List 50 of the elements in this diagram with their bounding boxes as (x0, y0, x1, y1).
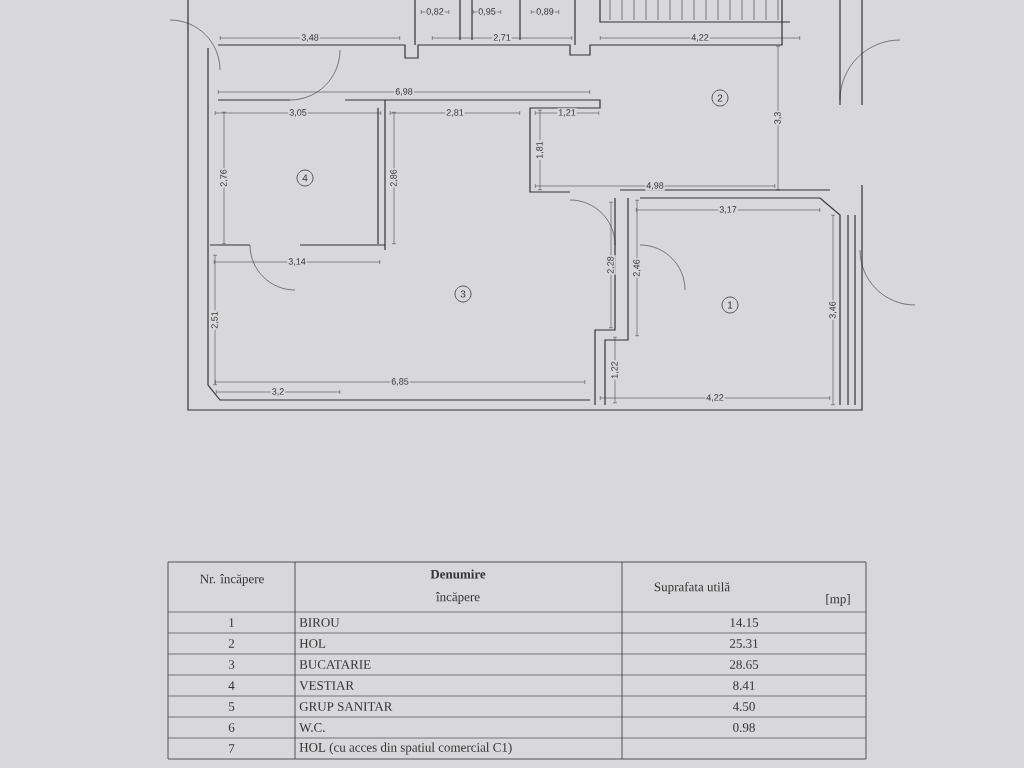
dimension-label: 4,22 (705, 393, 725, 403)
dimension-label: 0,89 (535, 7, 555, 17)
column-header: încăpere (435, 592, 480, 604)
table-text: 4.50 (732, 702, 755, 711)
table-text: W.C. (299, 723, 325, 732)
table-text: VESTIAR (299, 681, 355, 690)
dimension-label: 4,22 (690, 33, 710, 43)
table-text: 8.41 (733, 681, 755, 690)
table-text: 14.15 (730, 618, 759, 627)
dimension-label: 3,14 (287, 257, 307, 267)
dimension-label: 6,98 (394, 87, 414, 97)
table-text: 1 (229, 618, 234, 627)
dimension-label: 1,22 (610, 360, 620, 380)
dimension-label: 0,82 (425, 7, 445, 17)
table-text: 7 (229, 744, 235, 753)
dimension-label: 2,28 (606, 255, 616, 275)
dimension-label: 3,3 (773, 110, 783, 126)
table-text: 25.31 (729, 639, 758, 648)
dimension-label: 3,17 (718, 205, 738, 215)
dimension-label: 3,46 (828, 300, 838, 320)
dimension-label: 3,48 (300, 33, 320, 43)
dimension-label: 0,95 (477, 7, 497, 17)
table-text: GRUP SANITAR (299, 702, 393, 711)
dimension-label: 2,86 (389, 168, 399, 188)
column-header: Denumire (430, 569, 486, 579)
table-text: BIROU (299, 618, 340, 627)
table-text: 6 (228, 723, 235, 732)
dimension-label: 2,46 (632, 258, 642, 278)
column-header: Suprafata utilă (654, 582, 730, 594)
dimension-label: 1,81 (535, 140, 545, 160)
table-text: 0.98 (733, 723, 755, 732)
table-text: 28.65 (729, 660, 759, 669)
table-text: BUCATARIE (299, 660, 371, 669)
dimension-label: 4,98 (645, 181, 665, 191)
dimension-label: 6,85 (390, 377, 410, 387)
table-text: HOL (299, 639, 326, 648)
table-text: HOL (cu acces din spatiul comercial C1) (299, 742, 512, 755)
dimension-label: 1,21 (557, 108, 577, 118)
dimension-label: 3,2 (270, 387, 286, 397)
table-text: 2 (228, 639, 235, 648)
column-header: [mp] (826, 594, 850, 606)
dimension-label: 2,71 (492, 33, 512, 43)
table-text: 3 (228, 660, 235, 669)
dimension-label: 3,05 (288, 108, 308, 118)
table-text: 4 (228, 681, 235, 690)
column-header: Nr. încăpere (200, 574, 264, 586)
table-text: 5 (229, 702, 235, 711)
dimension-label: 2,76 (219, 168, 229, 188)
dimension-label: 2,81 (445, 108, 465, 118)
dimension-label: 2,51 (210, 310, 220, 330)
